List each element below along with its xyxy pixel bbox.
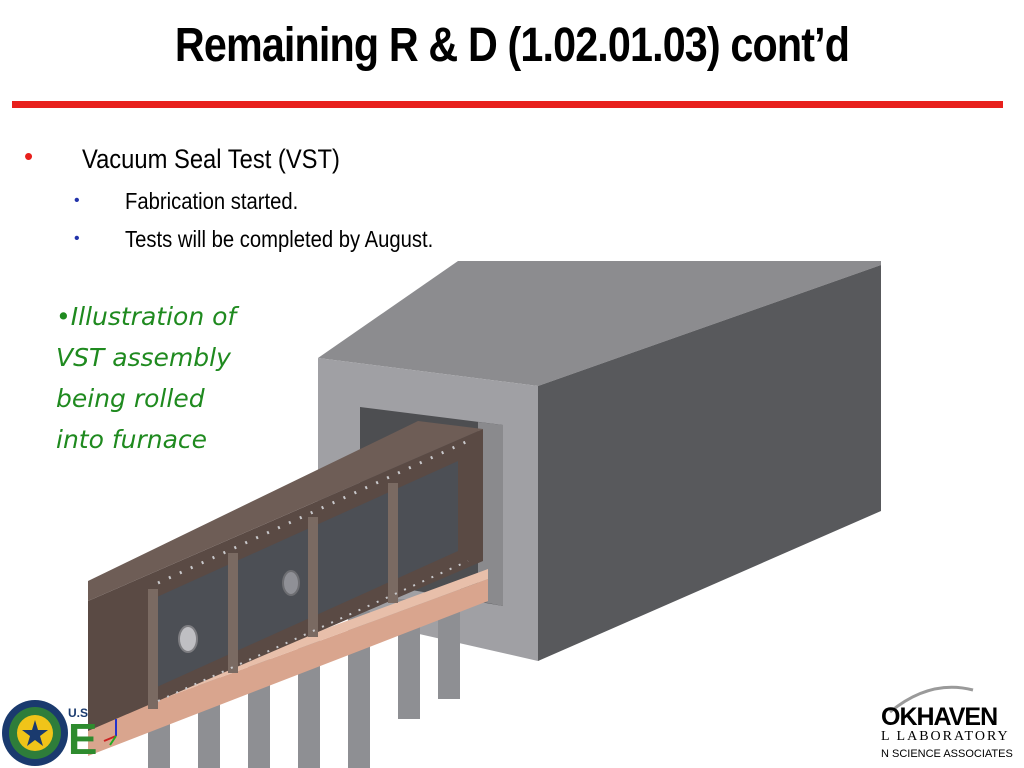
sub-bullet-marker: •: [74, 230, 80, 247]
caption-line: VST assembly: [56, 343, 231, 372]
bnl-laboratory: L LABORATORY: [881, 729, 1010, 744]
doe-prefix: U.S: [68, 706, 89, 720]
bolt-row-lower: [157, 560, 469, 702]
bnl-associates: N SCIENCE ASSOCIATES: [881, 748, 1013, 760]
assembly-panel: [148, 461, 458, 691]
slide-title: Remaining R & D (1.02.01.03) cont’d: [174, 19, 850, 72]
caption-line: •Illustration of: [56, 302, 237, 331]
illustration-caption: •Illustration of VST assembly being roll…: [56, 296, 276, 460]
sub-bullet-fabrication: Fabrication started.: [125, 188, 299, 214]
assembly-top-rail: [88, 421, 483, 601]
caption-line: being rolled: [56, 384, 205, 413]
caption-line: into furnace: [56, 425, 208, 454]
furnace-side-face: [538, 265, 881, 661]
axis-triad-x: [103, 735, 117, 742]
sub-bullet-tests: Tests will be completed by August.: [125, 226, 434, 252]
doe-seal-logo: [2, 700, 68, 766]
frame-members: [148, 483, 398, 709]
furnace-opening-inner: [478, 422, 503, 606]
furnace-top-face: [318, 261, 881, 386]
sub-bullet-marker: •: [74, 192, 80, 209]
bnl-swoosh-logo: [889, 685, 974, 714]
viewport-port: [178, 625, 198, 653]
title-divider: [12, 101, 1003, 108]
bullet-vacuum-seal-test: Vacuum Seal Test (VST): [82, 144, 340, 174]
bnl-name: OKHAVEN: [881, 703, 998, 731]
viewport-port-2: [282, 570, 300, 596]
vst-assembly-illustration: [88, 261, 881, 768]
copper-rail: [88, 579, 488, 756]
doe-letter: E: [68, 715, 98, 764]
axis-triad-z: [109, 735, 117, 746]
bullet-marker: •: [24, 141, 34, 171]
